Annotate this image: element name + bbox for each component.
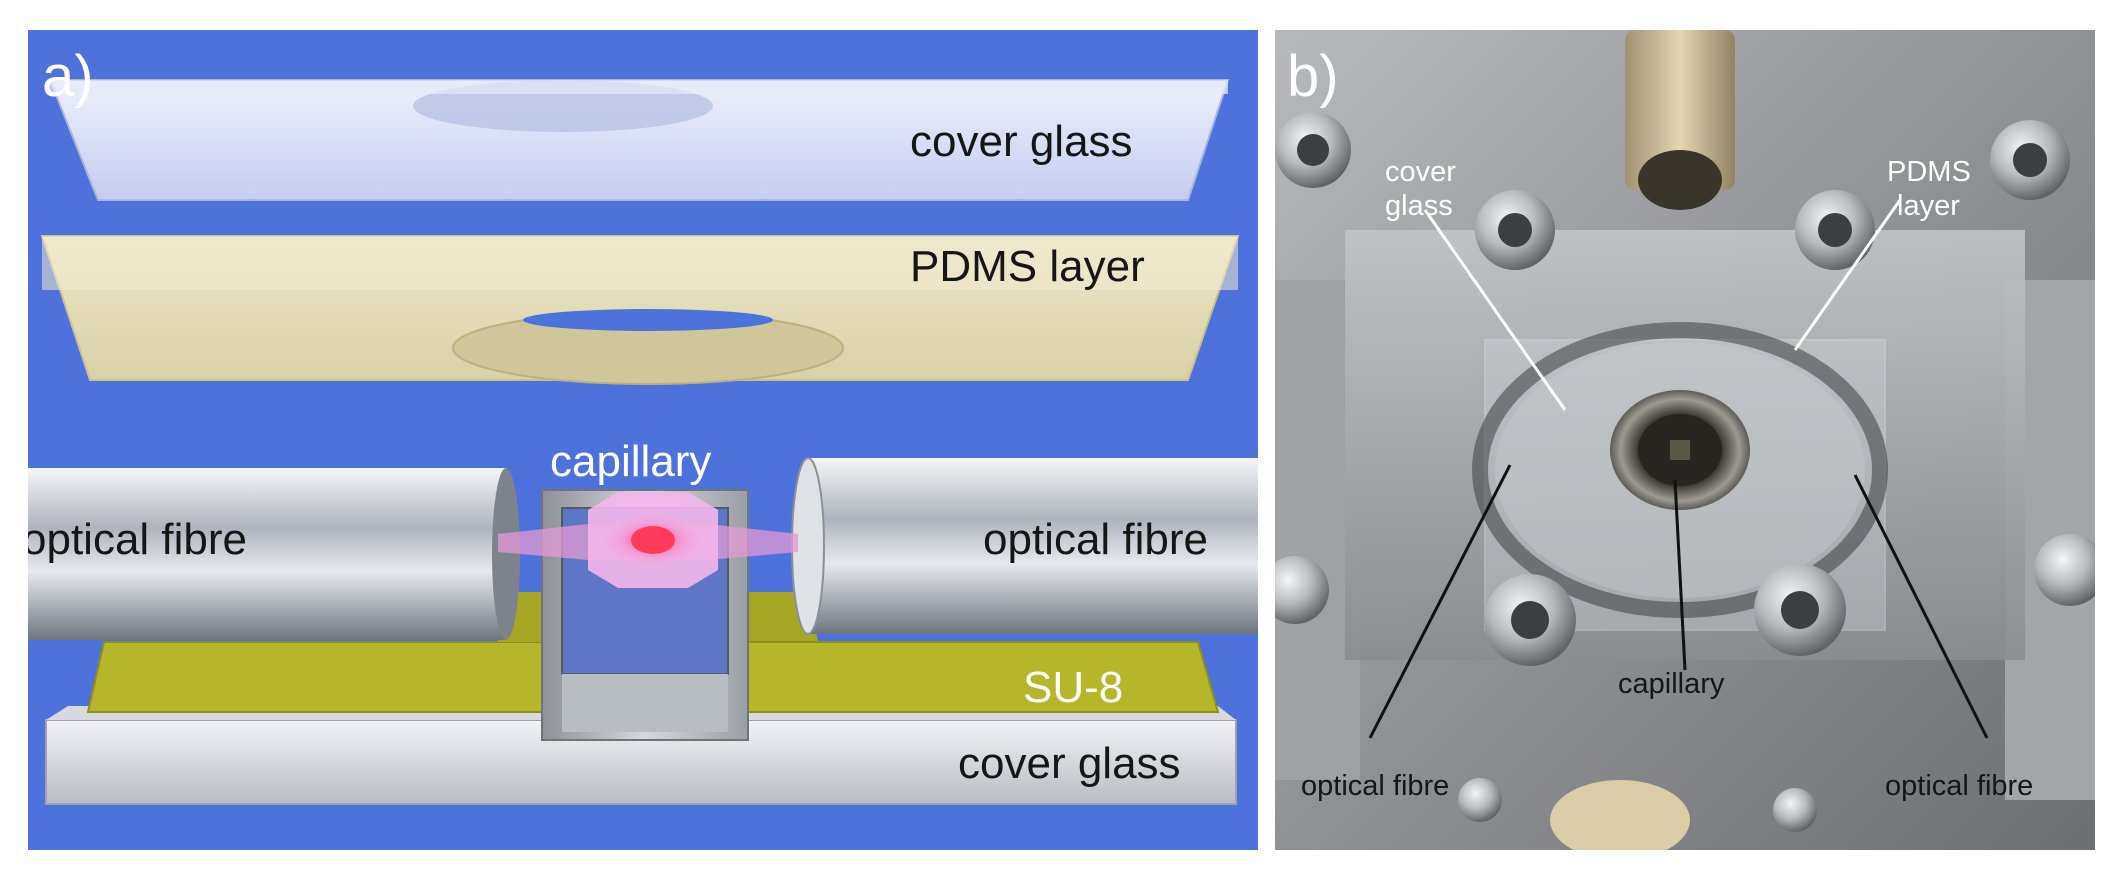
right-optical-fibre [791,457,1258,635]
label-capillary-photo: capillary [1618,668,1725,700]
panel-a-schematic: a) cover glass PDMS layer capillary opti… [28,30,1258,850]
black-leader-lines [1368,464,1989,739]
top-knob [1625,30,1735,210]
label-pdms-l2: layer [1897,190,1960,222]
label-cover-glass-bottom: cover glass [958,739,1181,788]
su8-pads [86,592,1220,713]
label-capillary: capillary [550,437,712,486]
label-pdms-l1: PDMS [1887,156,1971,188]
label-optical-fibre-right-photo: optical fibre [1885,770,2034,802]
label-optical-fibre-left-photo: optical fibre [1301,770,1450,802]
label-optical-fibre-left: optical fibre [28,515,248,564]
capillary-centre [1610,390,1750,510]
panel-a-tag: a) [42,44,94,109]
label-pdms-layer: PDMS layer [910,242,1145,291]
schematic-drawing [28,79,1258,805]
light-beam [498,492,798,588]
bolts [1275,112,2095,832]
label-cover-glass-l2: glass [1385,190,1453,222]
white-leader-lines [1423,199,1902,411]
left-optical-fibre [28,468,520,640]
pdms-layer [40,235,1240,385]
label-cover-glass-top: cover glass [910,117,1133,166]
bottom-knob [1550,780,1690,850]
label-optical-fibre-right: optical fibre [983,515,1209,564]
device-photo [1275,30,2095,850]
label-cover-glass-l1: cover [1385,156,1456,188]
panel-b-photo: b) cover glass PDMS layer capillary opti… [1275,30,2095,850]
top-cover-glass [48,79,1230,201]
label-su8: SU-8 [1023,663,1124,712]
panel-b-tag: b) [1287,44,1339,109]
